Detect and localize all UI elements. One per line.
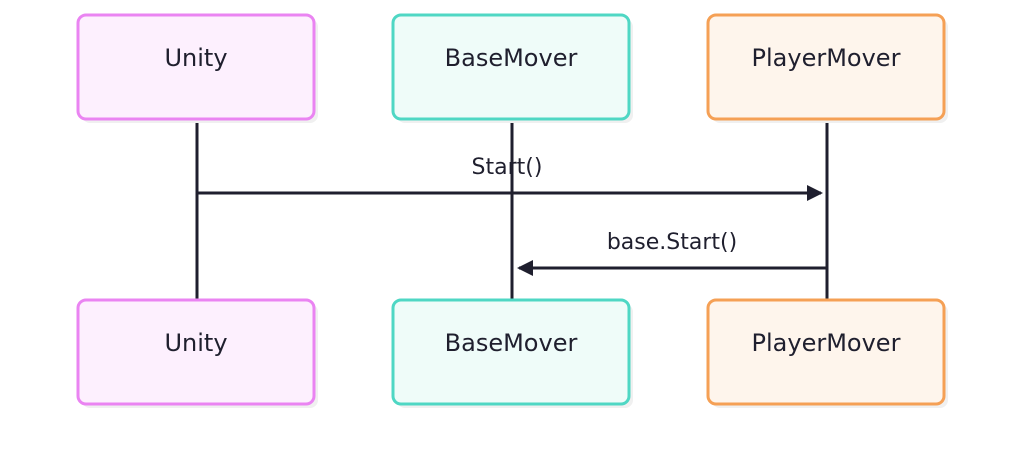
message-base-start-label: base.Start() [607, 230, 737, 255]
message-start-label: Start() [472, 155, 543, 180]
actor-playermover-top-label: PlayerMover [752, 44, 901, 72]
actor-playermover-bottom-label: PlayerMover [752, 329, 901, 357]
actor-basemover-top-box [391, 13, 631, 121]
actor-unity-bottom-label: Unity [164, 329, 227, 357]
actor-unity-top: Unity [76, 13, 318, 123]
actor-playermover-bottom-box [706, 298, 946, 406]
actor-basemover-bottom: BaseMover [391, 298, 633, 408]
actor-unity-top-box [76, 13, 316, 121]
actor-playermover-top: PlayerMover [706, 13, 948, 123]
actor-playermover-top-box [706, 13, 946, 121]
actor-basemover-top: BaseMover [391, 13, 633, 123]
message-base-start: base.Start() [517, 230, 827, 276]
actor-unity-bottom: Unity [76, 298, 318, 408]
actor-playermover-bottom: PlayerMover [706, 298, 948, 408]
actor-basemover-bottom-box [391, 298, 631, 406]
actor-unity-top-label: Unity [164, 44, 227, 72]
actor-basemover-top-label: BaseMover [445, 44, 578, 72]
message-start: Start() [197, 155, 823, 201]
actor-basemover-bottom-label: BaseMover [445, 329, 578, 357]
actor-unity-bottom-box [76, 298, 316, 406]
